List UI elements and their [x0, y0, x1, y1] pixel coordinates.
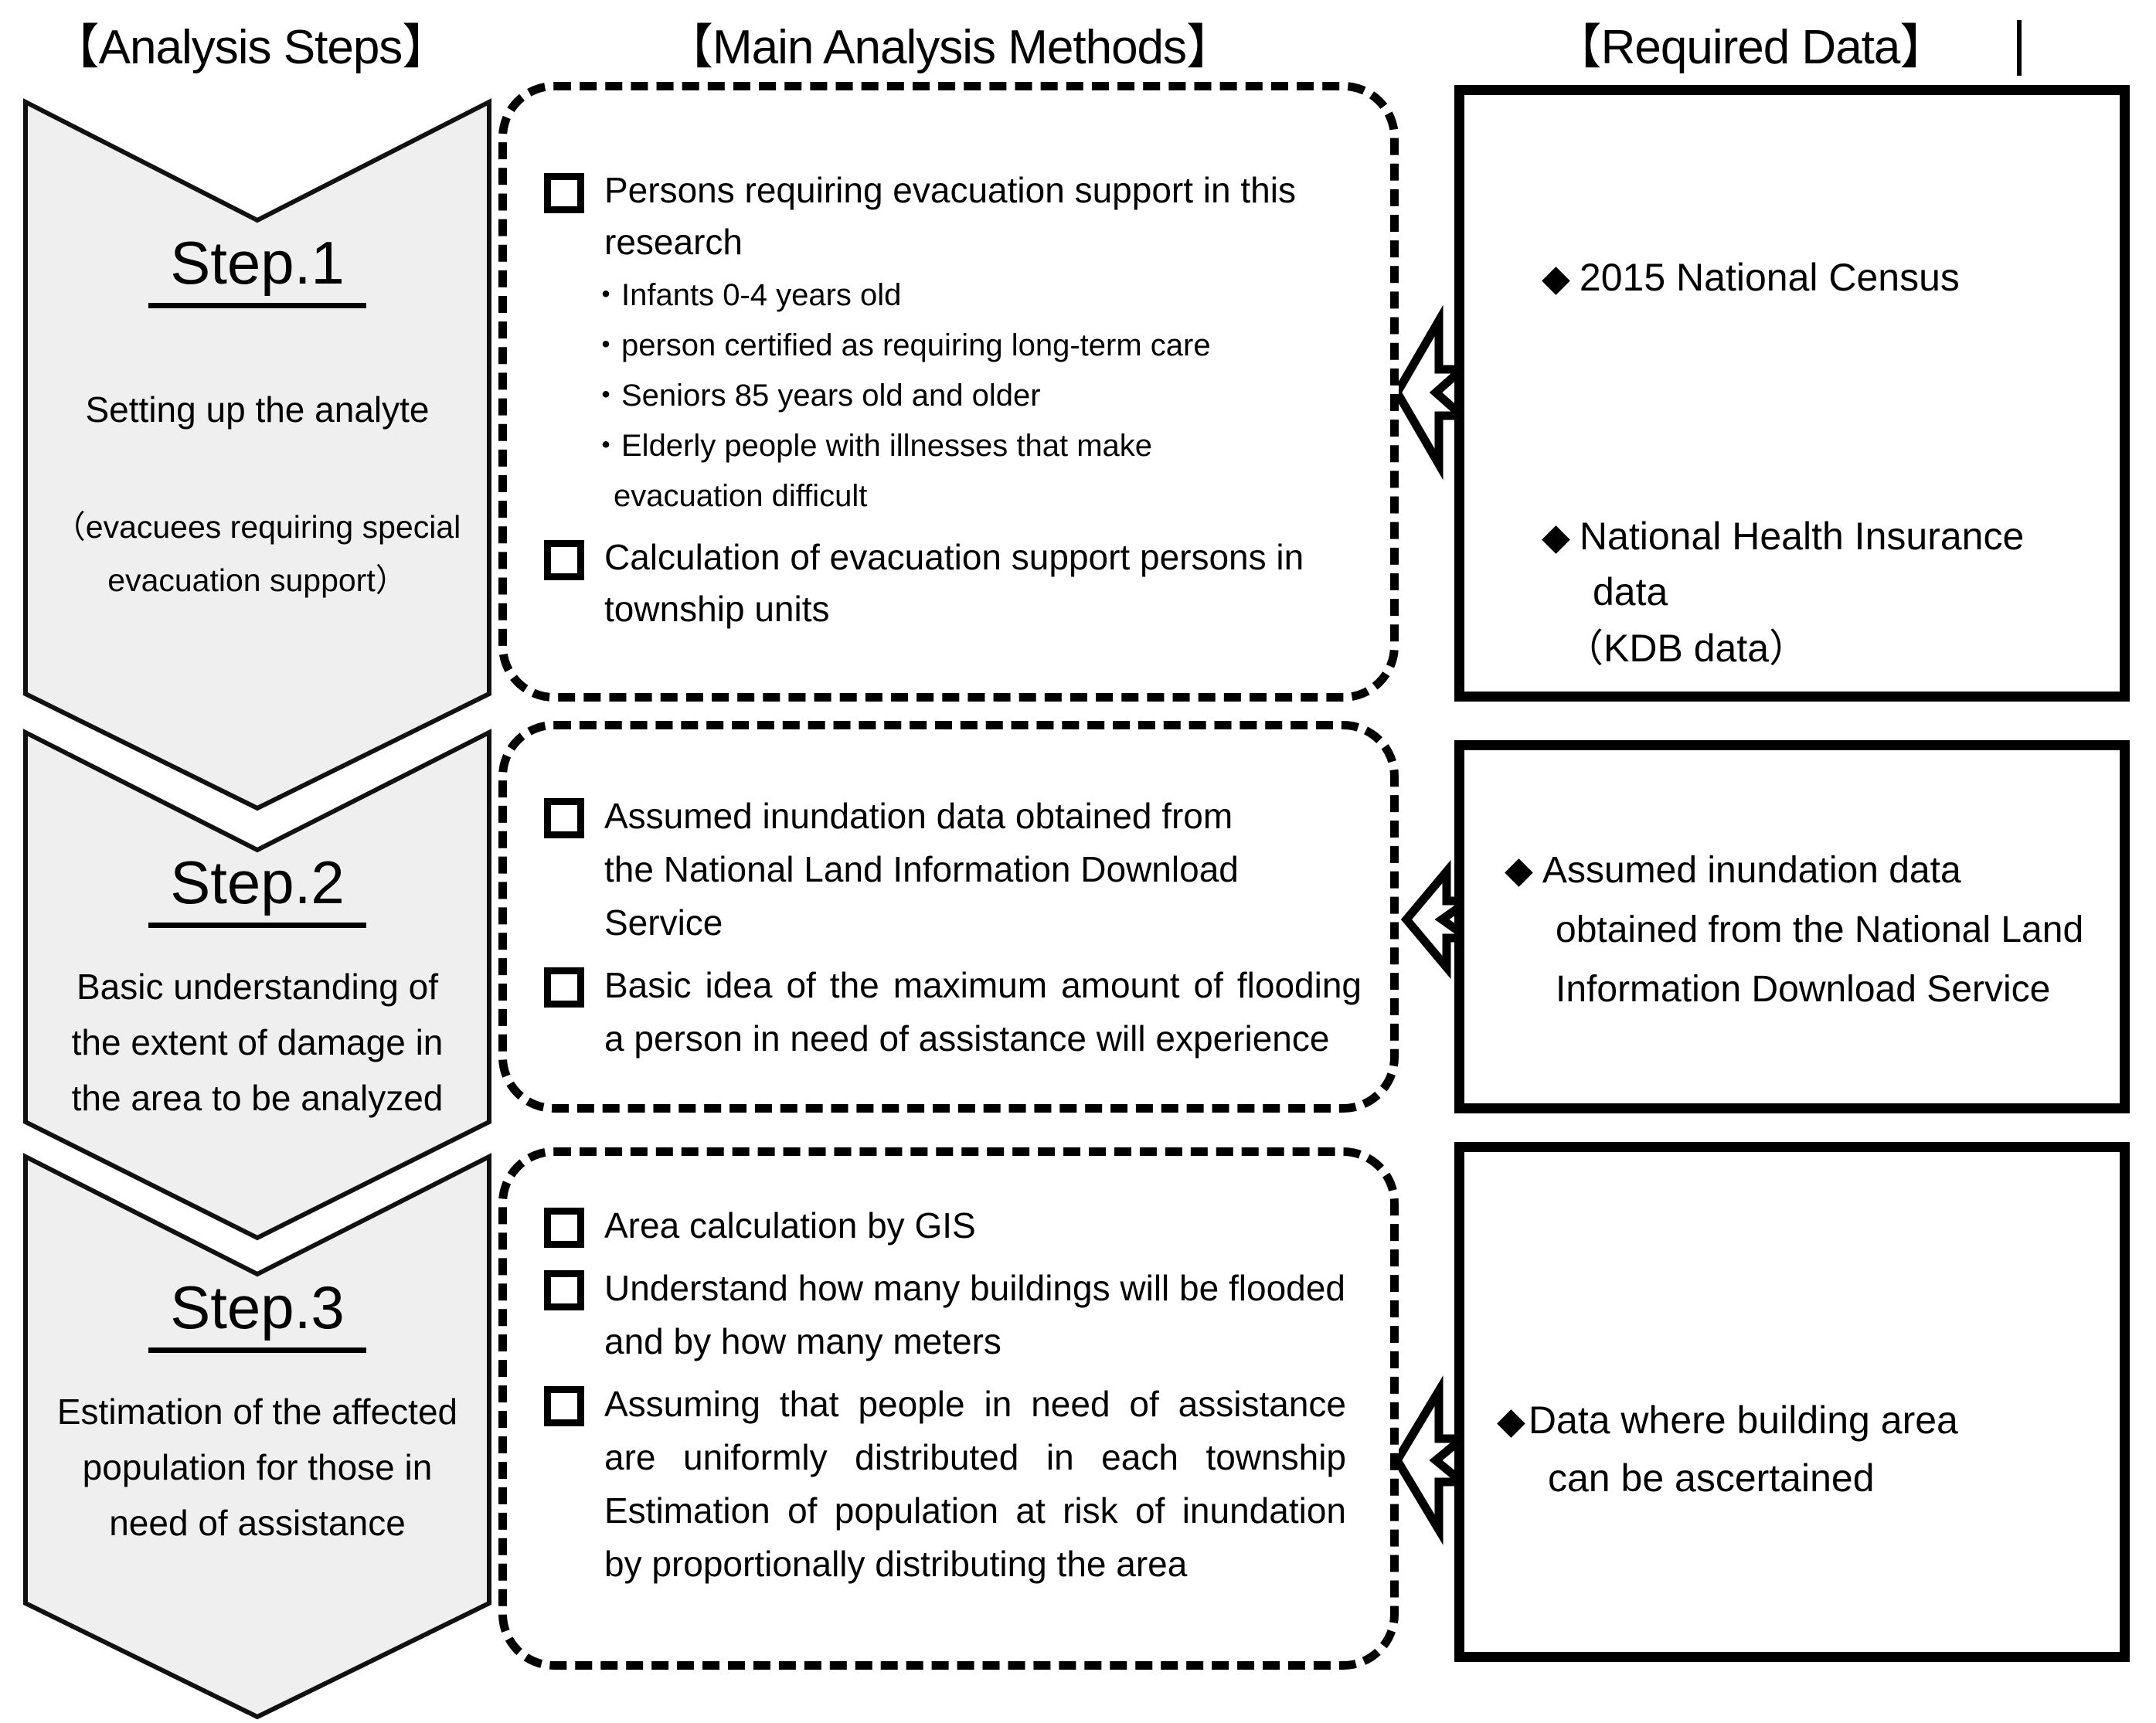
step2-chevron — [23, 729, 491, 1241]
main-analysis-methods-header: 【Main Analysis Methods】 — [665, 21, 1234, 74]
step1-subtitle: Setting up the analyte — [85, 389, 430, 430]
flow-arrow-icon — [1392, 1375, 1474, 1545]
method-item-label: Calculation of evacuation support person… — [604, 537, 1304, 630]
step2-title: Step.2 — [148, 851, 366, 928]
methods-box-step3: Area calculation by GIS Understand how m… — [498, 1147, 1399, 1670]
data-source-item: ◆Assumed inundation data obtained from t… — [1505, 841, 2096, 1019]
method-sub-item: ・Seniors 85 years old and older — [590, 378, 1041, 413]
data-source-label: 2015 National Census — [1579, 256, 1960, 299]
step2-subtitle: Basic understanding of the extent of dam… — [71, 967, 444, 1118]
step3-chevron — [23, 1153, 491, 1720]
method-sub-item: ・Elderly people with illnesses that make… — [590, 428, 1153, 513]
diamond-icon: ◆ — [1505, 850, 1533, 891]
method-item: Basic idea of the maximum amount of floo… — [544, 959, 1362, 1065]
step1-note: （evacuees requiring special evacuation s… — [53, 509, 461, 598]
method-item-label: Assumed inundation data obtained from th… — [604, 796, 1239, 943]
analysis-steps-header: 【Analysis Steps】 — [51, 21, 451, 74]
required-data-box-step2: ◆Assumed inundation data obtained from t… — [1454, 740, 2130, 1113]
required-data-box-step1: ◆2015 National Census ◆National Health I… — [1454, 85, 2130, 702]
step3-subtitle: Estimation of the affected population fo… — [56, 1392, 458, 1543]
data-source-note: （KDB data） — [1565, 626, 1808, 670]
methods-box-step1: Persons requiring evacuation support in … — [498, 82, 1399, 702]
data-source-label: National Health Insurance data — [1579, 514, 2025, 614]
method-item: Calculation of evacuation support person… — [544, 532, 1362, 634]
method-sub-item: ・person certified as requiring long-term… — [590, 328, 1211, 363]
checkbox-icon — [544, 540, 584, 581]
flow-arrow-icon — [1392, 304, 1474, 481]
data-source-item: ◆Data where building area can be ascerta… — [1497, 1392, 2019, 1507]
diamond-icon: ◆ — [1542, 516, 1570, 558]
data-source-label: Data where building area can be ascertai… — [1528, 1398, 1958, 1500]
method-item-label: Basic idea of the maximum amount of floo… — [604, 965, 1362, 1059]
checkbox-icon — [544, 1270, 584, 1310]
step3-title: Step.3 — [148, 1276, 366, 1353]
required-data-box-step3: ◆Data where building area can be ascerta… — [1454, 1142, 2130, 1662]
methods-box-step2: Assumed inundation data obtained from th… — [498, 721, 1399, 1113]
method-item-label: Assuming that people in need of assistan… — [604, 1384, 1346, 1584]
step3-title-wrap: Step.3 — [26, 1276, 489, 1353]
diamond-icon: ◆ — [1497, 1401, 1525, 1442]
step2-title-wrap: Step.2 — [26, 851, 489, 928]
method-item: Assumed inundation data obtained from th… — [544, 790, 1362, 950]
required-data-header: 【Required Data】 — [1553, 21, 1948, 74]
method-item: Persons requiring evacuation support in … — [544, 165, 1362, 521]
checkbox-icon — [544, 798, 584, 838]
method-sub-list: ・Infants 0-4 years old ・person certified… — [590, 270, 1338, 521]
step1-title: Step.1 — [148, 231, 366, 308]
divider-bar — [2017, 20, 2022, 76]
method-sub-item: ・Infants 0-4 years old — [590, 278, 902, 313]
method-item-text: Persons requiring evacuation support in … — [590, 165, 1338, 521]
step1-title-wrap: Step.1 — [26, 231, 489, 308]
method-item-label: Persons requiring evacuation support in … — [604, 170, 1296, 262]
step1-chevron — [23, 98, 491, 811]
data-source-item: ◆National Health Insurance data — [1542, 508, 2087, 620]
checkbox-icon — [544, 1208, 584, 1248]
checkbox-icon — [544, 1386, 584, 1426]
method-item: Assuming that people in need of assistan… — [544, 1378, 1362, 1591]
method-item: Understand how many buildings will be fl… — [544, 1262, 1362, 1368]
data-source-label: Assumed inundation data obtained from th… — [1542, 850, 2084, 1010]
diamond-icon: ◆ — [1542, 258, 1570, 299]
checkbox-icon — [544, 173, 584, 213]
method-item: Area calculation by GIS — [544, 1199, 1362, 1252]
data-source-item: ◆2015 National Census — [1542, 250, 2087, 306]
method-item-label: Area calculation by GIS — [604, 1205, 976, 1246]
flow-arrow-icon — [1400, 859, 1482, 980]
checkbox-icon — [544, 967, 584, 1008]
method-item-label: Understand how many buildings will be fl… — [604, 1268, 1345, 1361]
